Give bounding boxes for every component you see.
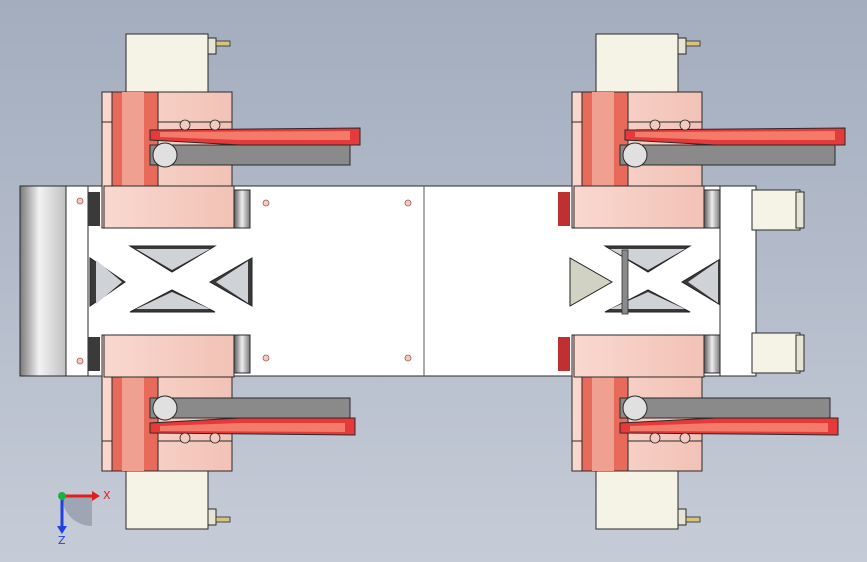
left-truss-cutout [89, 245, 253, 313]
leg-front-right [558, 33, 846, 229]
z-axis-label: Z [58, 534, 66, 547]
y-axis-dot [58, 492, 66, 500]
right-truss-cutout [569, 245, 723, 315]
leg-rear-left [88, 334, 356, 530]
axis-triad: X Z [57, 489, 111, 547]
x-axis-label: X [103, 489, 111, 502]
left-end-cap [19, 185, 101, 377]
leg-front-left [88, 33, 361, 229]
right-rear-servo [719, 185, 805, 377]
leg-rear-right [558, 334, 839, 530]
